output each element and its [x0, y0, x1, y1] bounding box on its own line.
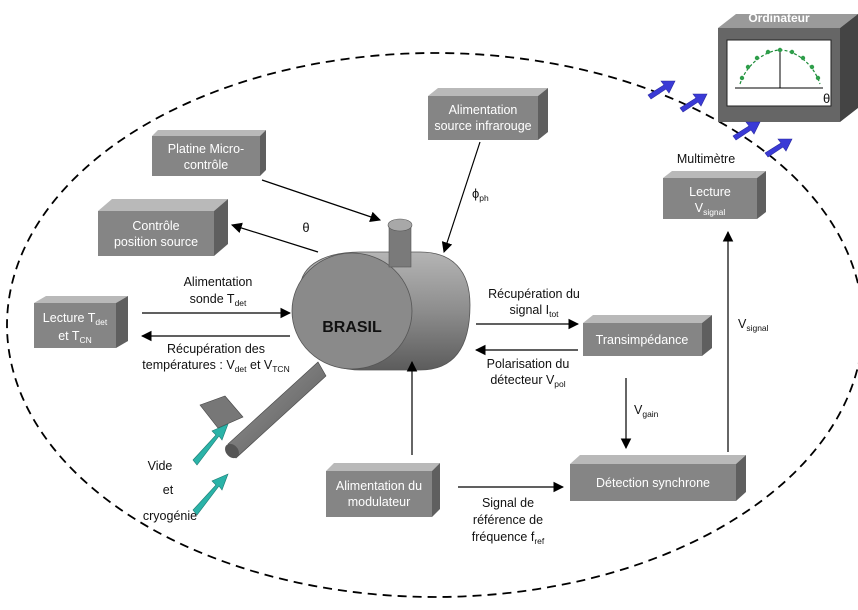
transimpedance-label: Transimpédance — [596, 333, 689, 347]
alim-ir-line1: Alimentation — [449, 103, 518, 117]
alim-sonde-line1: Alimentation — [184, 275, 253, 289]
ordinateur-title: Ordinateur — [748, 11, 810, 25]
alim-ir-line2: source infrarouge — [434, 119, 531, 133]
et-label: et — [163, 483, 174, 497]
vsignal-label: Vsignal — [738, 317, 769, 333]
signal-ref-line3: fréquence fref — [472, 530, 545, 546]
recup-temp-line1: Récupération des — [167, 342, 265, 356]
lecture-temperature-box: Lecture Tdet et TCN — [34, 296, 128, 348]
signal-ref-line1: Signal de — [482, 496, 534, 510]
platine-microcontrole-box: Platine Micro- contrôle — [152, 130, 266, 176]
recup-temp-line2: températures : Vdet et VTCN — [142, 358, 289, 374]
platine-line1: Platine Micro- — [168, 142, 244, 156]
alim-mod-line2: modulateur — [348, 495, 411, 509]
detection-label: Détection synchrone — [596, 476, 710, 490]
platine-line2: contrôle — [184, 158, 229, 172]
system-boundary-ellipse — [6, 52, 858, 598]
ordinateur-axis-label: θ — [823, 91, 830, 106]
controle-position-source-box: Contrôle position source — [98, 199, 228, 256]
transimpedance-box: Transimpédance — [583, 315, 712, 356]
connection-arrows — [140, 141, 734, 493]
vide-label: Vide — [148, 459, 173, 473]
brasil-label: BRASIL — [322, 319, 382, 336]
lecture-t-line1: Lecture Tdet — [43, 311, 108, 327]
multimetre-label: Multimètre — [677, 152, 735, 166]
lecture-vsignal-box: Lecture Vsignal — [663, 171, 766, 219]
brasil-cryostat: BRASIL — [199, 218, 471, 459]
cryogenie-label: cryogénie — [143, 509, 197, 523]
alimentation-source-infrarouge-box: Alimentation source infrarouge — [428, 88, 548, 140]
recup-signal-line2: signal Itot — [509, 303, 559, 319]
signal-ref-line2: référence de — [473, 513, 543, 527]
controle-line2: position source — [114, 235, 198, 249]
data-transfer-arrows — [647, 80, 793, 158]
ordinateur-box: Ordinateur θ — [718, 11, 858, 122]
recup-signal-line1: Récupération du — [488, 287, 580, 301]
vide-cryogenie-arrows — [192, 423, 229, 516]
vgain-label: Vgain — [634, 403, 659, 419]
phi-ph-label: ϕph — [472, 186, 489, 203]
alim-sonde-line2: sonde Tdet — [190, 292, 247, 308]
controle-line1: Contrôle — [132, 219, 179, 233]
lecture-v-line1: Lecture — [689, 185, 731, 199]
detection-synchrone-box: Détection synchrone — [570, 455, 746, 501]
alim-mod-line1: Alimentation du — [336, 479, 422, 493]
polarisation-line1: Polarisation du — [487, 357, 570, 371]
polarisation-line2: détecteur Vpol — [490, 373, 565, 389]
theta-label: θ — [302, 220, 309, 235]
alimentation-modulateur-box: Alimentation du modulateur — [326, 463, 440, 517]
lecture-t-line2: et TCN — [58, 329, 92, 345]
lecture-v-line2: Vsignal — [695, 201, 726, 217]
